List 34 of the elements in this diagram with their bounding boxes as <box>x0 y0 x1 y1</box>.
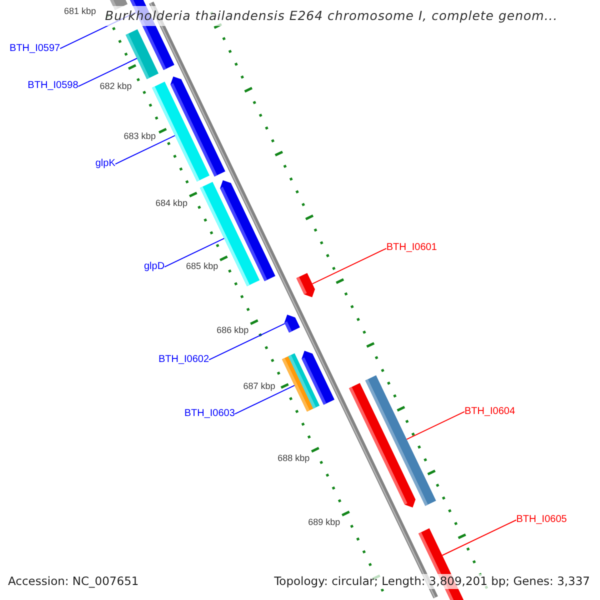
tick-label: 684 kbp <box>156 198 188 208</box>
gene-label: glpD <box>144 260 165 273</box>
gene-label: BTH_I0598 <box>28 80 78 92</box>
gene-feature <box>284 314 300 333</box>
feature-bar <box>288 353 320 409</box>
tick-label: 682 kbp <box>100 80 132 91</box>
gene-label: BTH_I0605 <box>516 514 567 526</box>
gene-label: BTH_I0601 <box>386 242 437 254</box>
gene-label: glpK <box>95 158 116 170</box>
leader-line <box>312 248 387 284</box>
gene-label: BTH_I0604 <box>464 406 516 418</box>
tick-label: 681 kbp <box>64 6 96 16</box>
tick-label: 685 kbp <box>186 261 218 272</box>
leader-line <box>406 411 465 440</box>
leader-line <box>78 58 138 87</box>
feature-bar <box>126 29 159 80</box>
leader-line <box>234 384 295 414</box>
tick-label: 688 kbp <box>278 452 310 463</box>
leader-line <box>114 135 176 165</box>
footer-text: Topology: circular; Length: 3,809,201 bp; Genes: 3,337 <box>272 574 592 589</box>
gene-feature <box>296 272 315 298</box>
gene-feature <box>349 383 416 508</box>
leader-line <box>442 520 517 556</box>
tick-label: 689 kbp <box>308 516 340 527</box>
tick-label: 683 kbp <box>124 131 156 142</box>
leader-line <box>208 323 286 360</box>
leader-line <box>164 238 225 268</box>
tick-label: 687 kbp <box>243 380 276 391</box>
gene-label: BTH_I0602 <box>158 354 210 366</box>
tick-label: 686 kbp <box>216 325 249 336</box>
feature-bar <box>200 182 260 286</box>
footer-text: Accession: NC_007651 <box>6 574 141 589</box>
gene-label: BTH_I0603 <box>184 408 235 420</box>
gene-label: BTH_I0597 <box>10 42 60 55</box>
